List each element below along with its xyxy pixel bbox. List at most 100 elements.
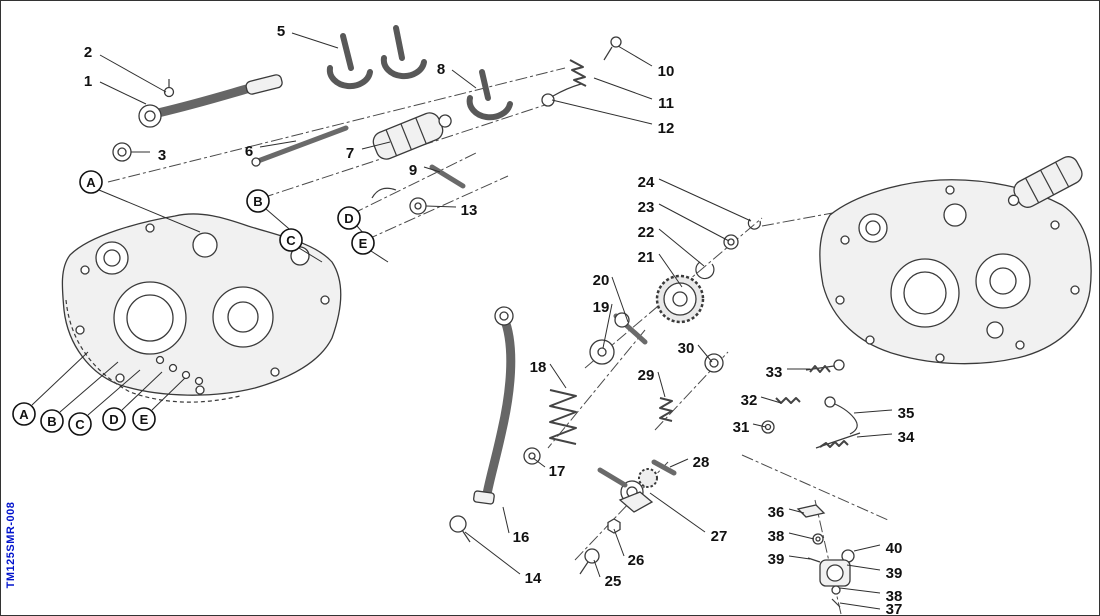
leader-line bbox=[99, 54, 167, 93]
leader-line bbox=[853, 409, 893, 414]
leader-line bbox=[532, 457, 546, 468]
leader-line bbox=[657, 371, 666, 398]
part-3-washer-drawing bbox=[112, 142, 132, 162]
svg-text:E: E bbox=[140, 412, 149, 427]
part-12-detent-lever-drawing bbox=[541, 83, 582, 107]
leader-line bbox=[658, 253, 683, 288]
ref-letter-b-upper: B bbox=[246, 189, 270, 213]
part-9-pin-drawing bbox=[429, 164, 466, 189]
part-32-spring-drawing bbox=[775, 397, 801, 404]
part-label-40: 40 bbox=[886, 540, 903, 557]
leader-line bbox=[31, 351, 89, 406]
part-16-kickstart-lever-drawing bbox=[473, 306, 516, 505]
ref-letters-lower: A B C D E bbox=[12, 402, 156, 436]
part-label-7: 7 bbox=[346, 145, 354, 162]
ref-letter-c-upper: C bbox=[279, 228, 303, 252]
part-14-bolt-drawing bbox=[449, 515, 471, 543]
leader-line bbox=[423, 166, 441, 173]
part-label-33: 33 bbox=[766, 364, 783, 381]
left-crankcase-drawing bbox=[61, 213, 342, 403]
leader-line bbox=[451, 69, 477, 89]
part-label-38: 38 bbox=[768, 528, 785, 545]
part-6-fork-shaft-drawing bbox=[251, 125, 349, 167]
part-35-stopper-arm-drawing bbox=[824, 396, 858, 435]
part-label-3: 3 bbox=[158, 147, 166, 164]
part-label-34: 34 bbox=[898, 429, 915, 446]
part-28-pin-drawing bbox=[651, 459, 677, 476]
leader-line bbox=[593, 559, 601, 578]
leader-line bbox=[856, 433, 893, 438]
part-label-38b: 38 bbox=[886, 588, 903, 605]
part-number-labels: 2 1 5 8 10 11 12 3 6 7 9 13 24 23 22 21 … bbox=[84, 23, 915, 616]
part-label-32: 32 bbox=[741, 392, 758, 409]
part-38-bushing-top-drawing bbox=[812, 533, 824, 545]
leader-line bbox=[121, 371, 163, 411]
svg-text:B: B bbox=[47, 414, 56, 429]
ref-letter-d-lower: D bbox=[102, 407, 126, 431]
part-10-screw-drawing bbox=[603, 36, 622, 61]
svg-text:D: D bbox=[109, 412, 118, 427]
part-21-gear-drawing bbox=[655, 274, 705, 324]
leader-line bbox=[593, 77, 653, 100]
part-5-shift-forks-drawing bbox=[326, 25, 427, 90]
part-label-12: 12 bbox=[658, 120, 675, 137]
part-11-spring-drawing bbox=[569, 59, 587, 87]
part-7-shift-drum-drawing bbox=[372, 112, 452, 160]
part-1-kick-lever-drawing bbox=[138, 74, 283, 128]
part-label-1: 1 bbox=[84, 73, 92, 90]
part-label-8: 8 bbox=[437, 61, 445, 78]
leader-line bbox=[788, 508, 805, 514]
part-label-37: 37 bbox=[886, 601, 903, 616]
part-label-20: 20 bbox=[593, 272, 610, 289]
ref-letter-c-lower: C bbox=[68, 412, 92, 436]
leader-line bbox=[425, 205, 457, 208]
part-33-detent-bolt-drawing bbox=[805, 359, 845, 373]
part-label-31: 31 bbox=[733, 419, 750, 436]
part-label-9: 9 bbox=[409, 162, 417, 179]
leader-line bbox=[788, 532, 815, 540]
leader-line bbox=[669, 458, 689, 468]
leader-line bbox=[551, 99, 653, 125]
leader-line bbox=[697, 344, 713, 363]
leader-line bbox=[291, 32, 339, 49]
leader-line bbox=[298, 247, 323, 263]
right-crankcase-drawing bbox=[819, 179, 1092, 365]
ref-letter-a-upper: A bbox=[79, 170, 103, 194]
part-18-return-spring-drawing bbox=[549, 389, 577, 445]
svg-text:D: D bbox=[344, 211, 353, 226]
part-40-body-drawing bbox=[819, 549, 855, 587]
part-label-5: 5 bbox=[277, 23, 285, 40]
part-29-spring-drawing bbox=[659, 397, 673, 422]
svg-text:B: B bbox=[253, 194, 262, 209]
shift-drum-right-drawing bbox=[1007, 156, 1083, 208]
part-label-27: 27 bbox=[711, 528, 728, 545]
svg-text:C: C bbox=[75, 417, 85, 432]
leader-line bbox=[549, 363, 567, 389]
part-label-24: 24 bbox=[638, 174, 655, 191]
part-2-bolt-drawing bbox=[163, 79, 175, 98]
part-22-circlip-drawing bbox=[695, 261, 715, 280]
part-38-bushing-bottom-drawing bbox=[831, 585, 841, 595]
leader-line bbox=[59, 361, 119, 413]
leader-line bbox=[502, 506, 510, 534]
part-label-16: 16 bbox=[513, 529, 530, 546]
leader-line bbox=[839, 587, 881, 594]
leader-line bbox=[788, 555, 811, 560]
leader-line bbox=[464, 531, 521, 575]
part-label-28: 28 bbox=[693, 454, 710, 471]
leader-line bbox=[658, 203, 730, 242]
part-label-26: 26 bbox=[628, 552, 645, 569]
part-8-shift-fork-drawing bbox=[466, 69, 513, 121]
part-34-spring-rod-drawing bbox=[815, 432, 861, 449]
leader-line bbox=[760, 396, 782, 404]
part-31-washer-drawing bbox=[761, 420, 775, 434]
part-label-29: 29 bbox=[638, 367, 655, 384]
leader-line bbox=[839, 602, 881, 610]
leader-lines bbox=[31, 32, 893, 610]
part-25-bolt-drawing bbox=[579, 548, 600, 575]
part-label-18: 18 bbox=[530, 359, 547, 376]
leader-line bbox=[361, 141, 391, 150]
part-label-19: 19 bbox=[593, 299, 610, 316]
